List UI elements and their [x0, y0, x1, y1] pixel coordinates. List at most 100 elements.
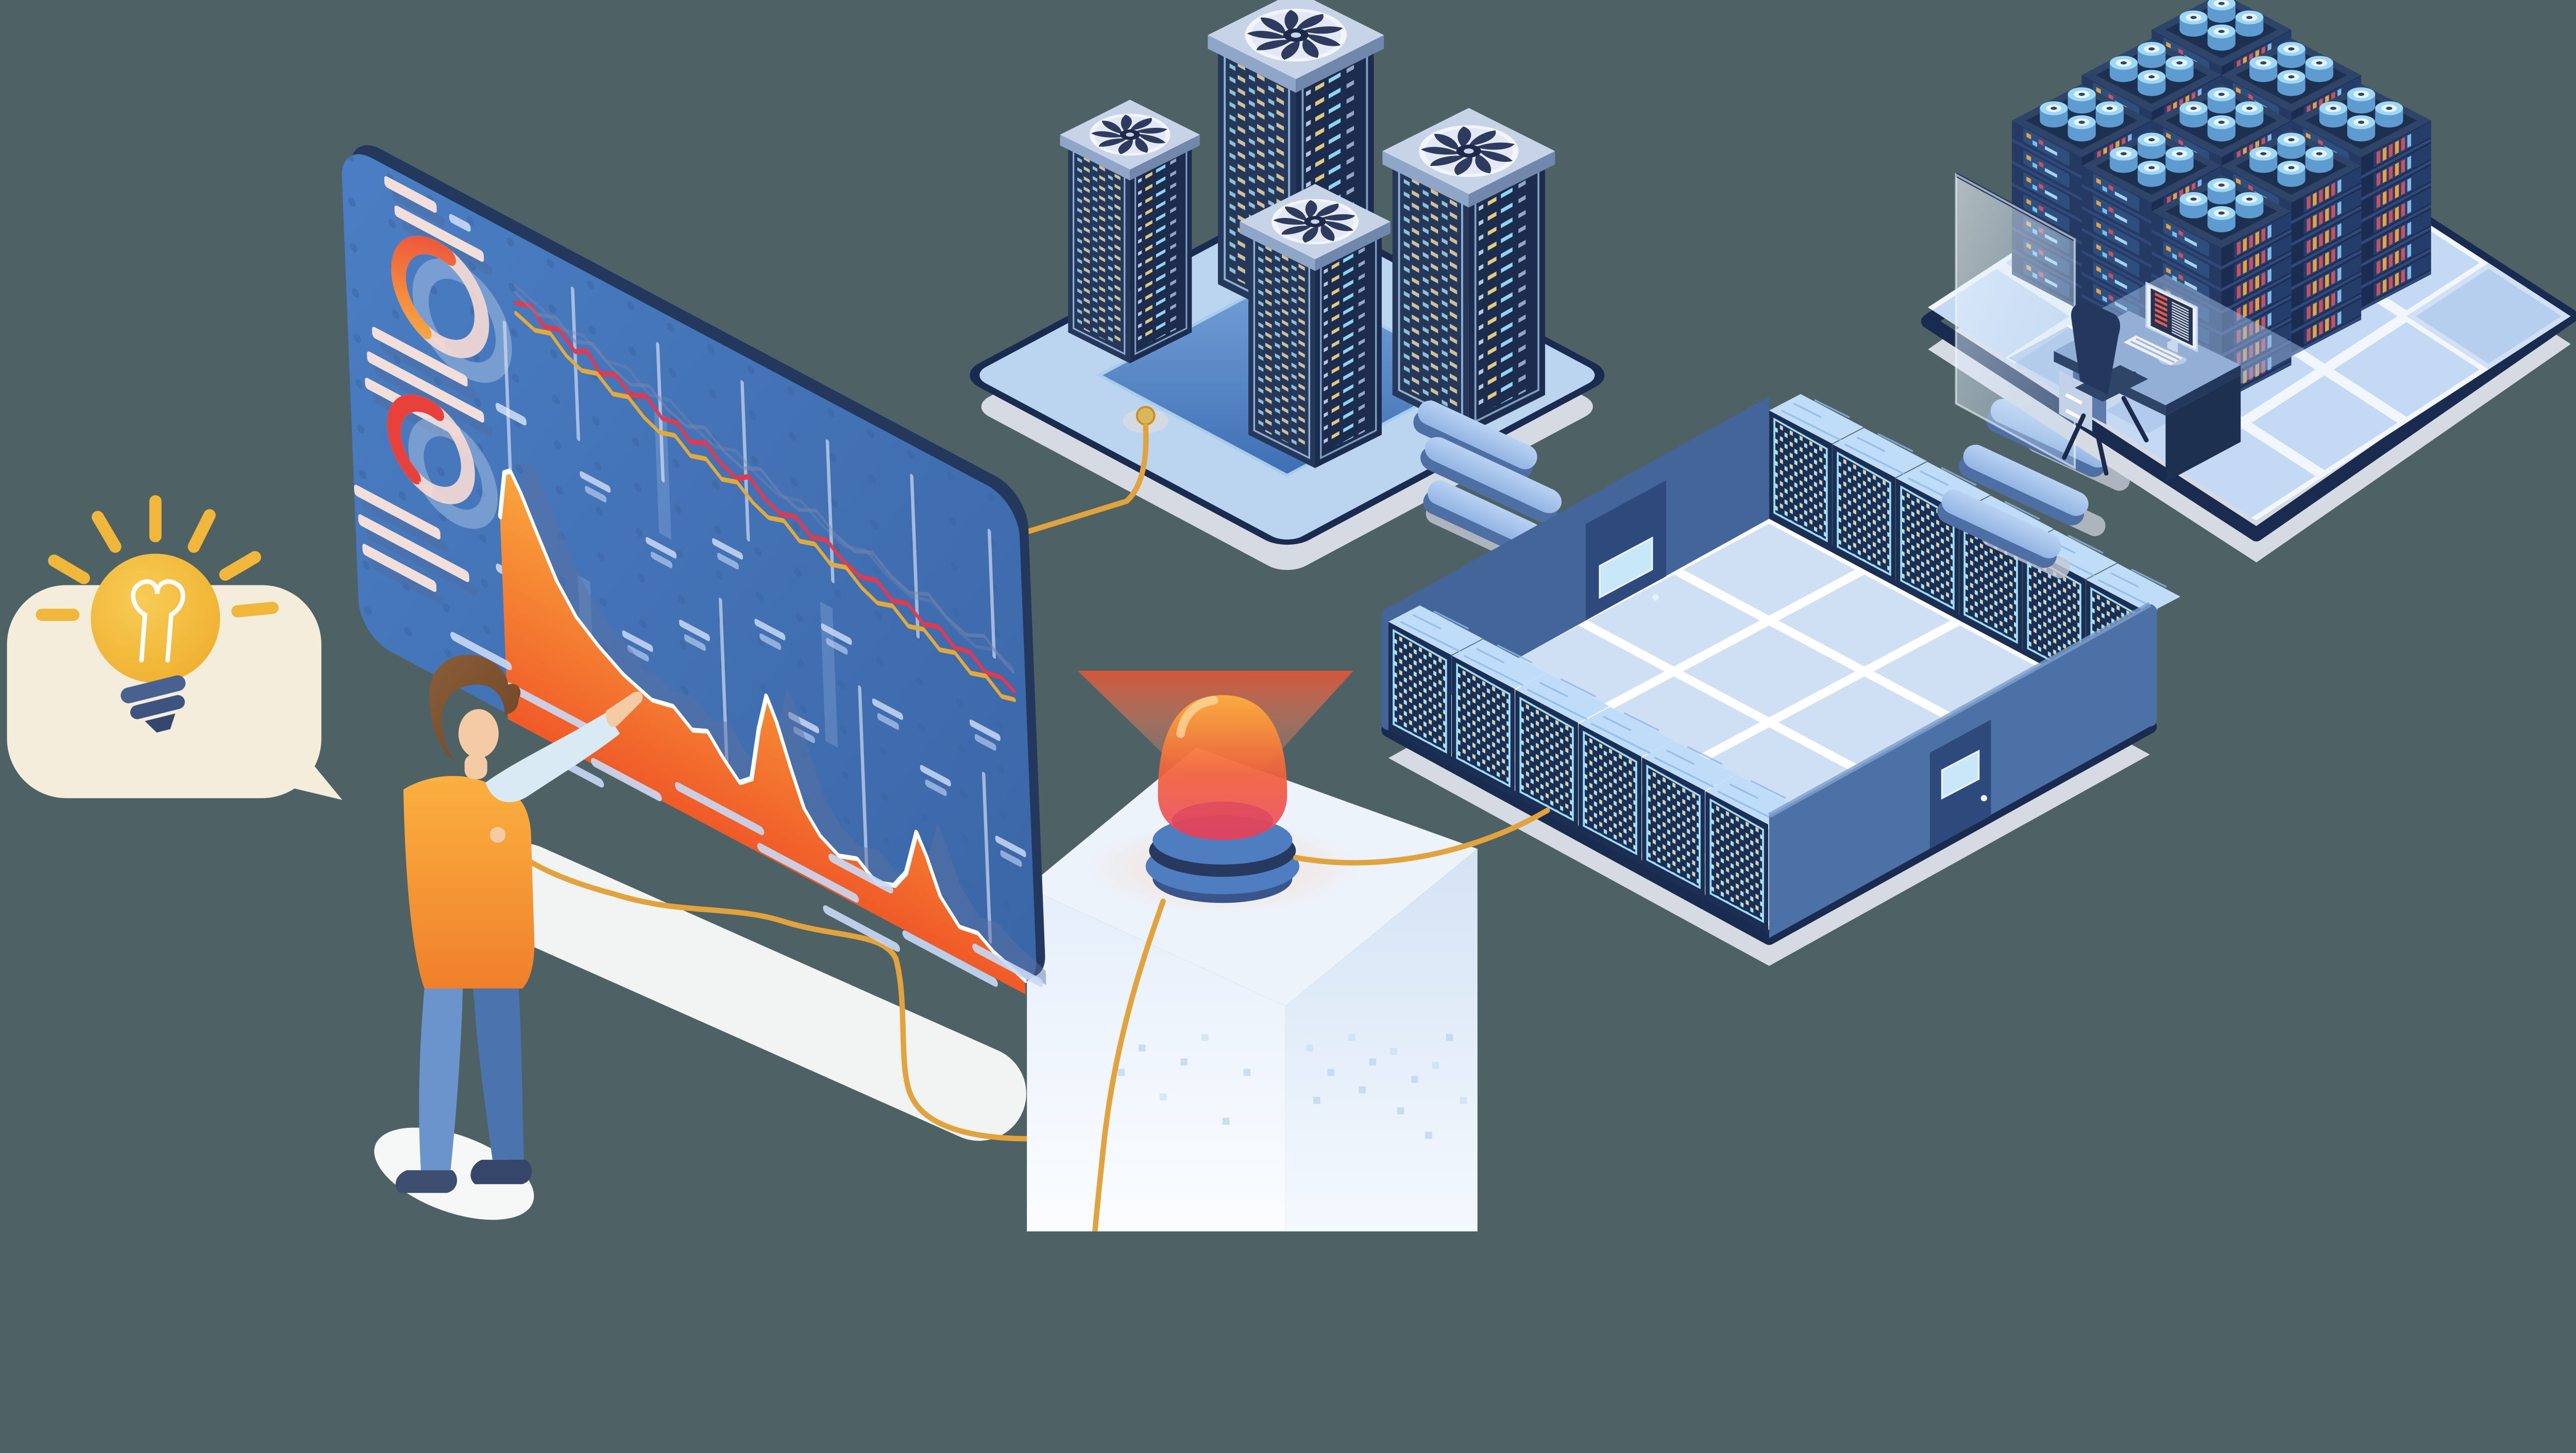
- bulb-base: [121, 675, 186, 733]
- desk-edge-right: [2165, 365, 2241, 416]
- door-handle: [1652, 594, 1659, 601]
- capacity-donut: [387, 394, 475, 504]
- tick: [974, 734, 996, 751]
- door-window-2: [1941, 749, 1980, 800]
- streak: [674, 782, 765, 835]
- data-bit: [1411, 1076, 1418, 1083]
- gridline: [910, 474, 920, 639]
- tick: [712, 538, 743, 560]
- torso: [403, 776, 535, 989]
- tick: [788, 712, 819, 734]
- screen-error-line: [2155, 313, 2167, 323]
- area-fill: [500, 471, 1026, 994]
- kpi-bar: [362, 544, 437, 592]
- kpi-bar-blue: [496, 402, 527, 426]
- tick: [717, 552, 739, 570]
- tick: [585, 485, 607, 503]
- screen-log-line: [2172, 323, 2189, 333]
- kpi-bar: [384, 176, 437, 213]
- gridline: [502, 320, 513, 479]
- left-hand: [489, 827, 506, 843]
- tick: [679, 619, 710, 641]
- kpi-bar-blue: [449, 214, 471, 232]
- kpi-bar-shadow: [366, 529, 478, 596]
- tick: [877, 713, 899, 730]
- kpi-bar-shadow: [370, 558, 445, 606]
- data-bit: [1306, 1044, 1314, 1052]
- tick: [969, 719, 1001, 741]
- dome-inner-shadow: [1172, 801, 1274, 840]
- dome-highlight: [1176, 696, 1218, 738]
- right-leg: [473, 988, 524, 1160]
- screen-log-line: [2172, 320, 2189, 330]
- siren-dome: [1158, 695, 1287, 840]
- kpi-bar-shadow: [392, 191, 445, 227]
- office-chair: [2062, 302, 2149, 476]
- grid-band: [820, 601, 838, 748]
- data-bit: [1139, 1044, 1146, 1052]
- isometric-scene: [7, 0, 2576, 1231]
- tick: [826, 638, 848, 655]
- data-bit: [1425, 1131, 1432, 1139]
- data-bit: [1390, 1047, 1397, 1055]
- screen-code-lines: [2155, 292, 2189, 341]
- gridline: [982, 771, 992, 944]
- streak: [972, 943, 1043, 987]
- tick-marks: [580, 471, 1026, 867]
- streak: [450, 632, 512, 670]
- screen-log-line: [2172, 307, 2189, 317]
- data-bit: [1369, 1058, 1377, 1066]
- data-bit: [1222, 1118, 1230, 1125]
- tick: [684, 634, 706, 651]
- screen-log-line: [2172, 312, 2189, 323]
- area-crest-line: [498, 468, 1027, 983]
- bulb-glass: [91, 553, 221, 683]
- screen-log-line: [2172, 317, 2189, 328]
- screen-log-line: [2172, 315, 2189, 325]
- server-room: [1381, 393, 2182, 966]
- data-bit: [1180, 1058, 1188, 1066]
- metric-red: [514, 300, 1016, 694]
- uptime-donut-arrow: [430, 337, 445, 353]
- left-shoe: [395, 1170, 457, 1193]
- bulb-filament: [131, 579, 185, 663]
- data-bit: [1117, 1069, 1125, 1076]
- gridline: [825, 439, 835, 583]
- server-tower-right: [1382, 108, 1555, 433]
- tick: [995, 835, 1026, 857]
- kpi-bar-shadow: [375, 366, 493, 436]
- screen-error-line: [2155, 297, 2167, 307]
- screen-error-line: [2155, 308, 2167, 317]
- dc-floor-tile-dark: [2406, 263, 2571, 370]
- streak: [823, 905, 900, 952]
- right-shoe: [470, 1159, 532, 1185]
- hair: [429, 654, 521, 762]
- data-bit: [1243, 1069, 1251, 1076]
- wall-top-edge: [1768, 602, 2151, 818]
- server-tower-front: [1240, 184, 1391, 468]
- screen-error-line: [2155, 318, 2167, 328]
- gridline: [719, 597, 730, 794]
- tick: [651, 551, 673, 568]
- dashboard-ground-shadow: [476, 843, 1026, 1141]
- cable-siren-to-room: [1293, 807, 1550, 866]
- tick: [759, 633, 782, 650]
- metric-yellow: [514, 311, 1016, 702]
- drawer-handles: [2065, 393, 2083, 420]
- kpi-bar-shadow: [380, 341, 476, 400]
- screen-error-line: [2155, 292, 2167, 301]
- kpi-bar: [372, 327, 468, 386]
- kpi-bar: [358, 514, 469, 582]
- left-leg: [419, 988, 463, 1171]
- alarm-siren: [1145, 695, 1300, 903]
- analyst-person: [395, 654, 643, 1193]
- chair-seat: [2075, 365, 2148, 402]
- cable-port: [1136, 406, 1156, 426]
- tick: [627, 645, 649, 662]
- data-bit: [1327, 1069, 1334, 1076]
- metric-ghost-b: [513, 283, 1014, 670]
- pointing-arm-sleeve: [485, 713, 620, 802]
- lightbulb-icon: [36, 495, 279, 733]
- cable-platform-to-dashboard: [879, 423, 1149, 579]
- tick: [580, 471, 611, 493]
